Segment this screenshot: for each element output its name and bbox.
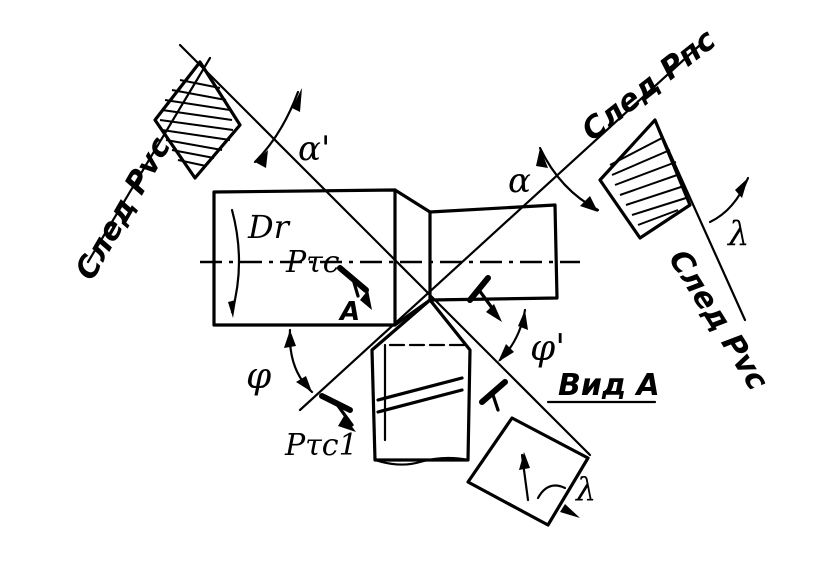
label-trace-pnc: След Pпс (575, 22, 722, 148)
tool-body (370, 298, 472, 466)
label-phi-prime: φ' (530, 328, 565, 369)
aux-edge-trace-line (298, 43, 702, 412)
label-alpha: α (508, 161, 531, 201)
label-trace-pvc-right: След Pvc (661, 244, 775, 397)
label-lambda-right: λ (726, 214, 750, 254)
section-marker-right (467, 275, 502, 322)
label-p-tc1: Pτc1 (284, 428, 358, 463)
section-marker-ptc (337, 265, 372, 310)
label-phi: φ (246, 356, 272, 397)
section-pnc-right (536, 118, 750, 322)
rotation-arc-dr (230, 208, 241, 314)
label-alpha-prime: α' (298, 129, 330, 169)
view-a-section (466, 416, 590, 527)
section-marker-view-a (479, 379, 508, 412)
label-d-r: Dr (247, 208, 291, 246)
section-pvc-top (86, 56, 302, 264)
workpiece-right-block (428, 203, 559, 302)
label-p-tc: Pτc (285, 245, 340, 280)
section-marker-ptc1 (319, 393, 356, 432)
label-view-a: Вид А (558, 368, 660, 403)
main-edge-trace-line (178, 43, 592, 457)
label-a-marker: A (338, 297, 360, 327)
label-lambda-bottom: λ (574, 470, 596, 508)
label-trace-pvc-top: След Pvc (69, 131, 179, 286)
